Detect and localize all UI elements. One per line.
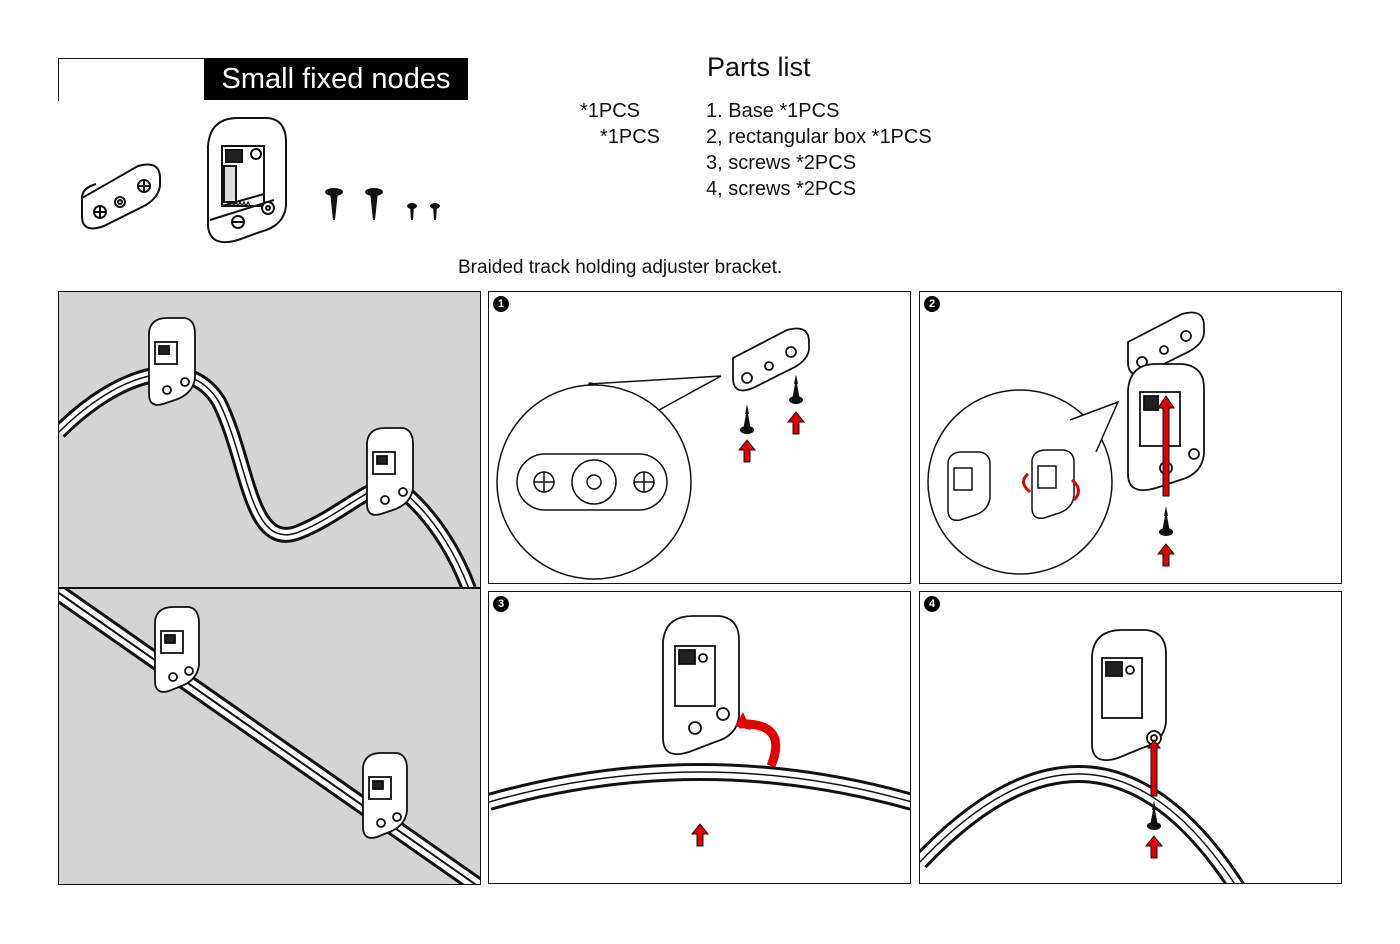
rectangular-box-icon	[662, 615, 740, 756]
rectangular-box-icon	[207, 117, 287, 244]
bracket-icon	[362, 752, 408, 839]
arched-track-illustration	[489, 763, 910, 811]
large-screw-icon	[325, 188, 343, 220]
screw-icon	[1159, 506, 1173, 536]
step-3-panel: 3	[488, 591, 911, 884]
up-arrow-icon	[690, 823, 710, 847]
screw-icon	[740, 404, 754, 434]
parts-quantity-column: *1PCS *1PCS	[560, 98, 660, 150]
small-screw-icon	[407, 203, 417, 220]
up-arrow-icon	[1157, 395, 1175, 497]
base-part-icon	[81, 163, 161, 230]
screw-icons	[325, 188, 440, 220]
base-part-icon	[1127, 311, 1205, 376]
bracket-icon	[154, 606, 200, 693]
rotate-arrow-icon	[735, 712, 781, 768]
parts-illustration	[81, 117, 440, 244]
example-straight-track-panel	[58, 588, 481, 885]
step-number-badge: 3	[493, 596, 509, 612]
screw-icon	[789, 374, 803, 404]
straight-track-illustration	[59, 589, 480, 884]
step-4-panel: 4	[919, 591, 1342, 884]
title-frame: Small fixed nodes	[58, 58, 468, 102]
step-number-badge: 4	[924, 596, 940, 612]
bracket-icon	[366, 427, 414, 516]
large-screw-icon	[365, 188, 383, 220]
up-arrow-icon	[737, 439, 757, 463]
quantity-label: *1PCS	[579, 100, 640, 122]
base-part-icon	[732, 327, 810, 392]
small-screw-icon	[430, 203, 440, 220]
quantity-label: *1PCS	[599, 126, 660, 148]
parts-list-item: 3, screws *2PCS	[706, 152, 857, 174]
step-number-badge: 1	[493, 296, 509, 312]
diagram-caption: Braided track holding adjuster bracket.	[458, 257, 783, 278]
step-number-badge: 2	[924, 296, 940, 312]
bracket-icon	[148, 317, 196, 406]
parts-list-item: 4, screws *2PCS	[706, 178, 857, 200]
arched-track-illustration	[920, 764, 1245, 883]
page-title: Small fixed nodes	[204, 58, 468, 100]
parts-list-item: 2, rectangular box *1PCS	[706, 126, 932, 148]
title-lead-line	[58, 58, 205, 101]
rotation-callout	[927, 389, 1120, 575]
magnified-base-callout	[496, 375, 722, 580]
up-arrow-icon	[1144, 835, 1164, 859]
parts-list: 1. Base *1PCS 2, rectangular box *1PCS 3…	[706, 98, 932, 202]
step-1-panel: 1	[488, 291, 911, 584]
parts-list-item: 1. Base *1PCS	[706, 100, 840, 122]
up-arrow-icon	[786, 411, 806, 435]
up-arrow-icon	[1147, 739, 1161, 797]
rotate-arrow-icon	[1022, 472, 1080, 502]
parts-list-title: Parts list	[707, 52, 811, 82]
example-curved-track-panel	[58, 291, 481, 588]
up-arrow-icon	[1156, 543, 1176, 567]
rectangular-box-icon	[1091, 629, 1167, 762]
screw-icon	[1147, 800, 1161, 830]
step-2-panel: 2	[919, 291, 1342, 584]
